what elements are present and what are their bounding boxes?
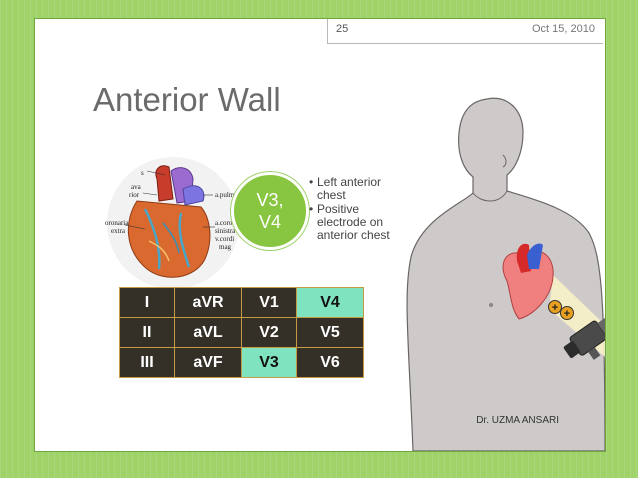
header-divider [327,19,328,43]
heart-label: mag [219,243,232,251]
slide-title: Anterior Wall [93,81,281,118]
lead-cell: aVF [174,347,242,378]
heart-label: s [141,169,144,177]
bullet-text: Left anterior [317,175,382,189]
lead-cell-highlighted: V3 [241,347,297,378]
lead-cell: III [119,347,175,378]
slide-number: 25 [336,23,349,35]
heart-illustration: s ava rior a.pulm. oronaria extra a.coro… [85,149,255,291]
bullet-text: chest [317,188,346,202]
svg-text:+: + [564,308,570,320]
svg-text:+: + [552,302,558,314]
slide: 25 Oct 15, 2010 Anterior Wall s ava rior… [34,18,614,452]
lead-cell: I [119,287,175,318]
description-bullets: Left anterior chest Positive electrode o… [309,176,419,243]
bubble-line-1: V3, [256,190,284,210]
heart-label: a.corona [215,219,240,227]
table-row: I aVR V1 V4 [119,287,364,318]
heart-label: extra [111,227,126,235]
bubble-line-2: V4 [258,212,282,232]
table-row: III aVF V3 V6 [119,347,364,378]
table-row: II aVL V2 V5 [119,317,364,348]
torso-illustration: + + [403,95,614,452]
leads-bubble: V3, V4 [231,172,309,250]
heart-label: ava [131,183,142,191]
slide-date: Oct 15, 2010 [532,23,595,35]
lead-cell: aVR [174,287,242,318]
heart-label: a.pulm. [215,191,236,199]
heart-label: sinistra [215,227,236,235]
bullet-text: anterior chest [317,228,390,242]
heart-label: oronaria [105,219,129,227]
slide-header: 25 Oct 15, 2010 [327,19,603,44]
lead-cell: V5 [296,317,364,348]
ecg-lead-table: I aVR V1 V4 II aVL V2 V5 III aVF V3 V6 [119,287,364,378]
lead-cell: V1 [241,287,297,318]
bullet-text: electrode on [317,215,384,229]
lead-cell-highlighted: V4 [296,287,364,318]
bullet-text: Positive [317,202,360,216]
heart-label: v.cordi [215,235,234,243]
bullet-electrode: Positive electrode on anterior chest [309,203,419,242]
author-credit: Dr. UZMA ANSARI [476,415,559,426]
heart-label: rior [129,191,140,199]
lead-cell: aVL [174,317,242,348]
lead-cell: V2 [241,317,297,348]
lead-cell: II [119,317,175,348]
lead-cell: V6 [296,347,364,378]
bullet-location: Left anterior chest [309,176,419,202]
